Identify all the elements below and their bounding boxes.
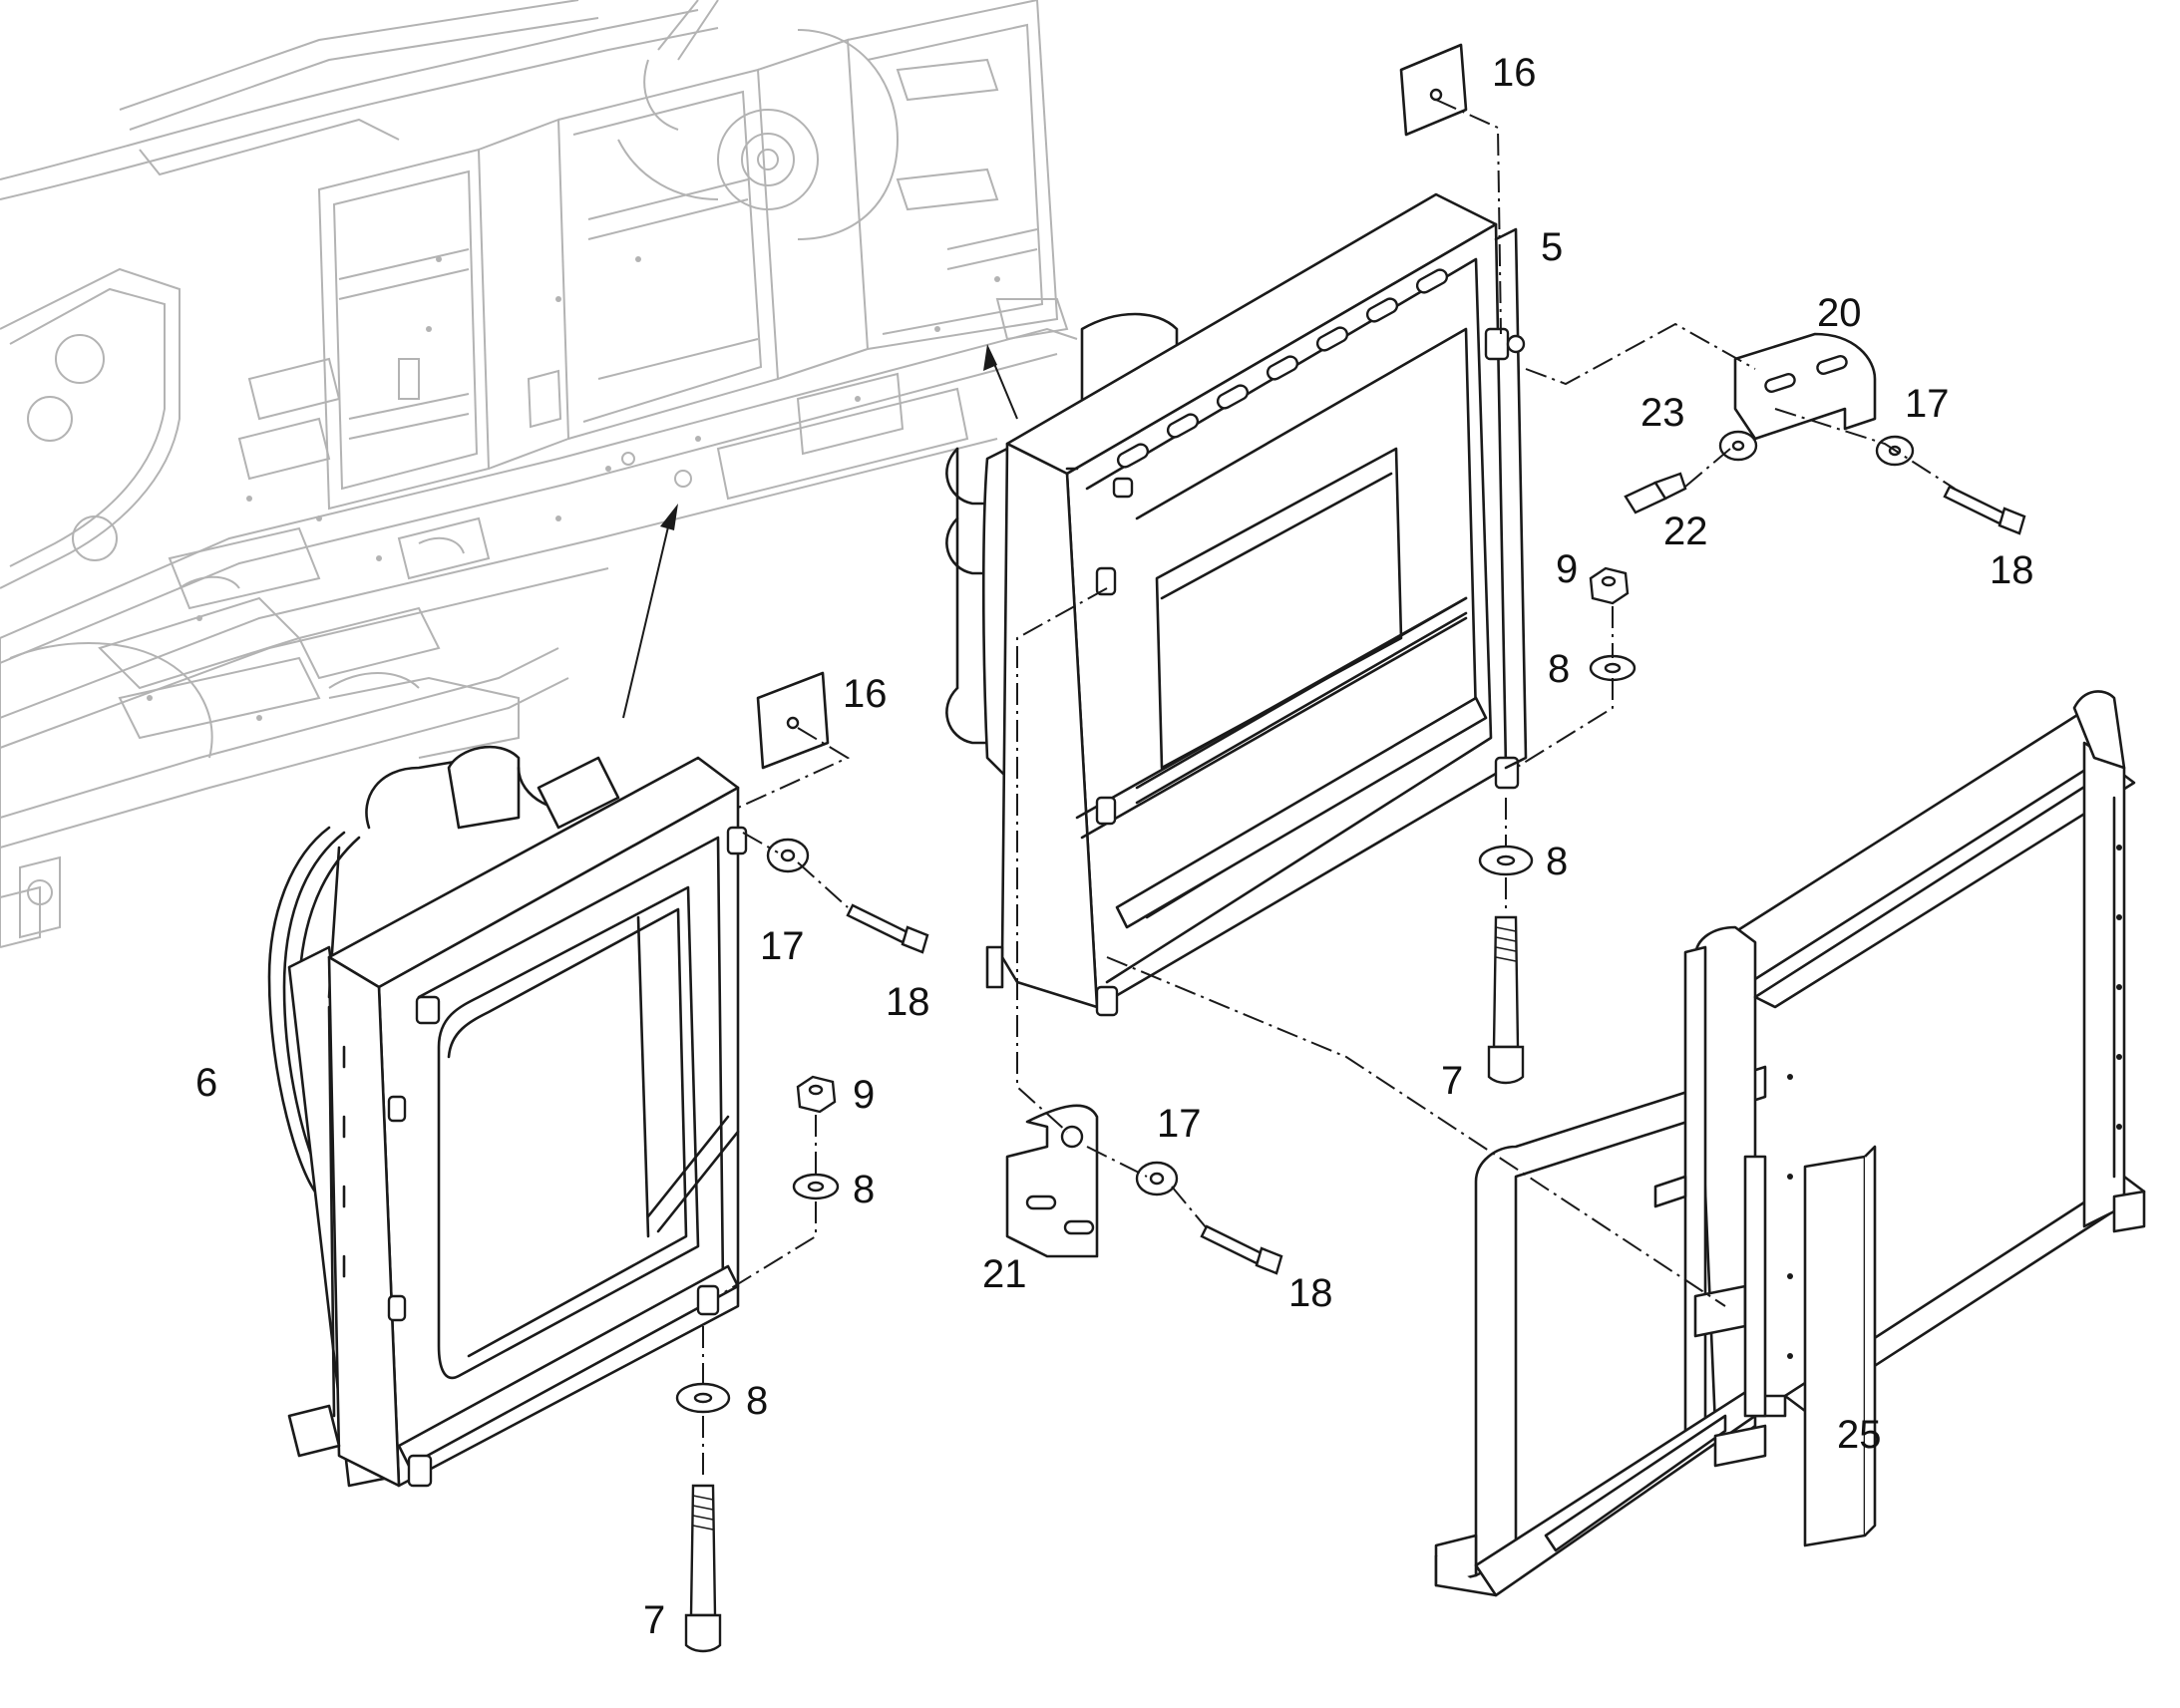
- callout-8-mid: 8: [1546, 840, 1568, 883]
- callout-21: 21: [982, 1252, 1027, 1296]
- bolt-7-a: [1492, 915, 1520, 1049]
- callout-9-upper: 9: [1556, 547, 1578, 591]
- assembly-arrows: [622, 344, 1018, 719]
- callout-8-lower-left: 8: [746, 1379, 768, 1423]
- callout-8-lower: 8: [853, 1168, 875, 1211]
- callout-6: 6: [195, 1061, 217, 1105]
- assembly-center-lines: [702, 99, 1956, 1481]
- callout-5: 5: [1541, 225, 1563, 269]
- bolt-7-b: [689, 1484, 717, 1617]
- callout-25: 25: [1837, 1413, 1882, 1457]
- callout-17-near-21: 17: [1157, 1102, 1202, 1146]
- callout-18-mid-left: 18: [886, 980, 930, 1024]
- bolt-18-b: [846, 903, 909, 944]
- bolt-18-c: [1200, 1224, 1264, 1265]
- callout-18-upper-right: 18: [1990, 548, 2034, 592]
- callout-7-lower: 7: [643, 1598, 665, 1642]
- bracket-20: [1733, 332, 1877, 441]
- bolt-18-a: [1943, 485, 2006, 525]
- callout-7-upper: 7: [1441, 1059, 1463, 1103]
- callout-labels: 16 5 20 23 17 22 18 9 8 16 8 17 18 6 9 7…: [195, 51, 2034, 1642]
- callout-22: 22: [1663, 510, 1708, 553]
- callout-18-near-21: 18: [1288, 1271, 1333, 1315]
- callout-9-lower: 9: [853, 1073, 875, 1117]
- callout-20: 20: [1817, 291, 1862, 335]
- callout-8-upper: 8: [1548, 647, 1570, 691]
- frame-25: [1434, 690, 2146, 1597]
- callout-17-mid-left: 17: [760, 924, 805, 968]
- radiator-assembly-5: [945, 192, 1528, 1017]
- callout-23: 23: [1640, 391, 1685, 435]
- callout-16-upper: 16: [1492, 51, 1537, 95]
- machine-frame-ghost: [0, 0, 1078, 948]
- radiator-assembly-6: [267, 745, 748, 1488]
- callout-16-lower: 16: [843, 672, 888, 716]
- callout-17-upper-right: 17: [1905, 382, 1950, 426]
- top-slots: [1116, 268, 1449, 469]
